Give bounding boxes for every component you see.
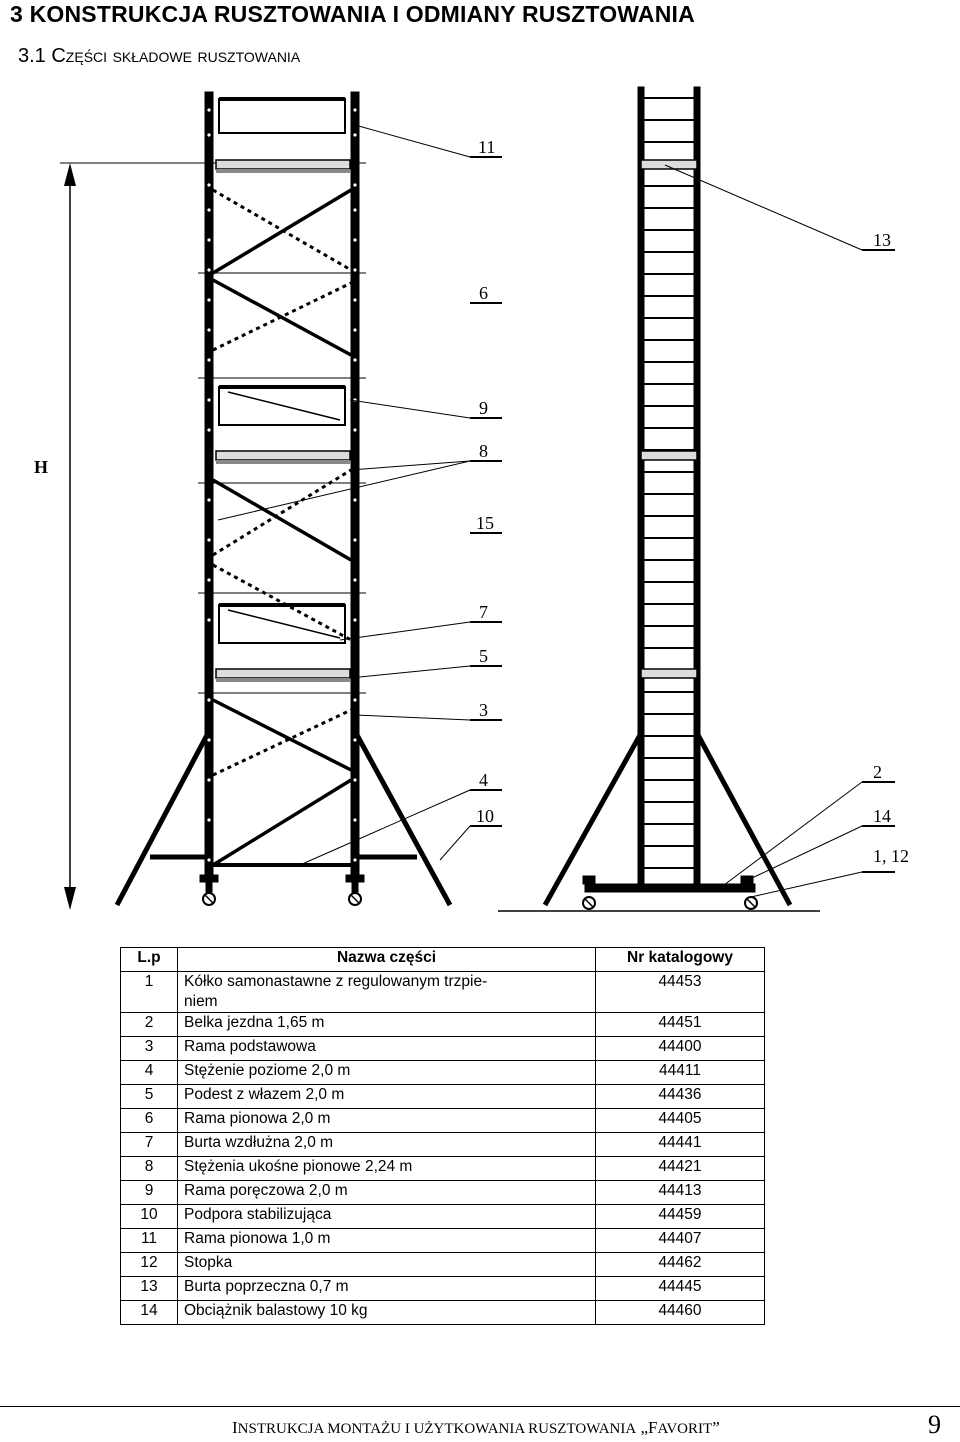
page-number: 9 (928, 1410, 941, 1439)
cell-lp: 1 (120, 971, 178, 1013)
height-dimension: H (34, 162, 210, 910)
callout-11: 11 (478, 137, 495, 157)
cell-nr: 44436 (595, 1084, 765, 1109)
cell-nr: 44411 (595, 1060, 765, 1085)
footer-brand-rest: AVORIT (657, 1421, 713, 1437)
callout-9: 9 (479, 398, 488, 418)
callout-labels: 11 13 6 9 8 15 7 5 3 4 2 10 14 1, 12 (476, 137, 909, 866)
callout-2: 2 (873, 762, 882, 782)
footer-prefix: I (232, 1418, 238, 1437)
footer-text: NSTRUKCJA MONTAŻU I UŻYTKOWANIA RUSZTOWA… (237, 1421, 637, 1437)
cell-name: Rama poręczowa 2,0 m (177, 1180, 596, 1205)
cell-lp: 4 (120, 1060, 178, 1085)
cell-name: Obciążnik balastowy 10 kg (177, 1300, 596, 1325)
footer-quote-close: ” (712, 1418, 720, 1437)
cell-name: Stopka (177, 1252, 596, 1277)
cell-lp: 3 (120, 1036, 178, 1061)
table-header-row: L.p Nazwa części Nr katalogowy (120, 947, 765, 972)
cell-name: Burta poprzeczna 0,7 m (177, 1276, 596, 1301)
cell-lp: 12 (120, 1252, 178, 1277)
cell-name: Rama pionowa 2,0 m (177, 1108, 596, 1133)
cell-lp: 11 (120, 1228, 178, 1253)
height-label: H (34, 457, 48, 477)
cell-nr: 44400 (595, 1036, 765, 1061)
footer-quote-open: „ (636, 1418, 648, 1437)
leader-lines (217, 124, 895, 898)
cell-nr: 44445 (595, 1276, 765, 1301)
callout-13: 13 (873, 230, 891, 250)
cell-name: Podest z włazem 2,0 m (177, 1084, 596, 1109)
header-name: Nazwa części (177, 947, 596, 972)
cell-nr: 44460 (595, 1300, 765, 1325)
callout-7: 7 (479, 602, 488, 622)
header-nr: Nr katalogowy (595, 947, 765, 972)
cell-name: Belka jezdna 1,65 m (177, 1012, 596, 1037)
cell-lp: 13 (120, 1276, 178, 1301)
cell-nr: 44405 (595, 1108, 765, 1133)
callout-4: 4 (479, 770, 488, 790)
cell-lp: 2 (120, 1012, 178, 1037)
cell-name: Podpora stabilizująca (177, 1204, 596, 1229)
callout-15: 15 (476, 513, 494, 533)
footer-rule (0, 1406, 960, 1407)
cell-name: Stężenia ukośne pionowe 2,24 m (177, 1156, 596, 1181)
callout-3: 3 (479, 700, 488, 720)
cell-name: Kółko samonastawne z regulowanym trzpie-… (177, 971, 596, 1013)
cell-nr: 44453 (595, 971, 765, 1013)
cell-name: Burta wzdłużna 2,0 m (177, 1132, 596, 1157)
cell-lp: 9 (120, 1180, 178, 1205)
callout-6: 6 (479, 283, 488, 303)
cell-lp: 5 (120, 1084, 178, 1109)
cell-name: Stężenie poziome 2,0 m (177, 1060, 596, 1085)
cell-lp: 6 (120, 1108, 178, 1133)
cell-nr: 44441 (595, 1132, 765, 1157)
header-lp: L.p (120, 947, 178, 972)
cell-nr: 44459 (595, 1204, 765, 1229)
callout-1-12: 1, 12 (873, 846, 909, 866)
section-heading: 3 KONSTRUKCJA RUSZTOWANIA I ODMIANY RUSZ… (10, 1, 695, 27)
cell-name: Rama podstawowa (177, 1036, 596, 1061)
scaffold-drawing: H (34, 86, 909, 912)
front-view (114, 91, 453, 907)
cell-nr: 44421 (595, 1156, 765, 1181)
cell-nr: 44451 (595, 1012, 765, 1037)
callout-5: 5 (479, 646, 488, 666)
footer-title: INSTRUKCJA MONTAŻU I UŻYTKOWANIA RUSZTOW… (232, 1418, 720, 1438)
footer-brand-first: F (647, 1418, 658, 1437)
cell-lp: 8 (120, 1156, 178, 1181)
cell-lp: 14 (120, 1300, 178, 1325)
cell-lp: 10 (120, 1204, 178, 1229)
subsection-heading: 3.1 Części składowe rusztowania (18, 45, 301, 67)
callout-8: 8 (479, 441, 488, 461)
callout-14: 14 (873, 806, 891, 826)
callout-10: 10 (476, 806, 494, 826)
cell-name: Rama pionowa 1,0 m (177, 1228, 596, 1253)
cell-nr: 44413 (595, 1180, 765, 1205)
cell-nr: 44462 (595, 1252, 765, 1277)
cell-lp: 7 (120, 1132, 178, 1157)
cell-nr: 44407 (595, 1228, 765, 1253)
side-view (498, 86, 820, 912)
